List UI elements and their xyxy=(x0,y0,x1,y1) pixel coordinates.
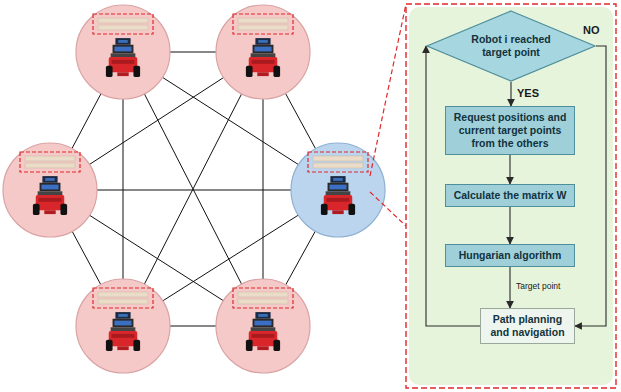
robot-agent xyxy=(76,5,170,99)
flow-arrow xyxy=(509,207,510,244)
edge-label: YES xyxy=(516,87,540,99)
node-text: Path planning and navigation xyxy=(486,313,569,339)
robot-agent xyxy=(216,279,310,373)
node-text: Calculate the matrix W xyxy=(454,189,567,202)
edge-label: Target point xyxy=(515,280,561,292)
flow-arrow xyxy=(575,46,606,326)
flow-arrow xyxy=(510,82,511,106)
process-box: Hungarian algorithm xyxy=(445,244,575,267)
robot-agent xyxy=(3,143,97,237)
flow-arrow xyxy=(509,267,510,308)
robot-agent xyxy=(216,5,310,99)
process-box: Calculate the matrix W xyxy=(445,184,575,207)
robot-agent xyxy=(291,143,385,237)
process-box: Request positions and current target poi… xyxy=(445,106,575,155)
node-text: Request positions and current target poi… xyxy=(451,111,569,150)
decision-diamond: Robot i reached target point xyxy=(426,10,596,82)
node-text: Hungarian algorithm xyxy=(459,249,562,262)
node-text: Robot i reached target point xyxy=(463,33,559,59)
process-box: Path planning and navigation xyxy=(480,308,575,344)
robot-agent xyxy=(76,279,170,373)
edge-label: NO xyxy=(582,24,601,36)
flow-arrow xyxy=(509,155,510,184)
